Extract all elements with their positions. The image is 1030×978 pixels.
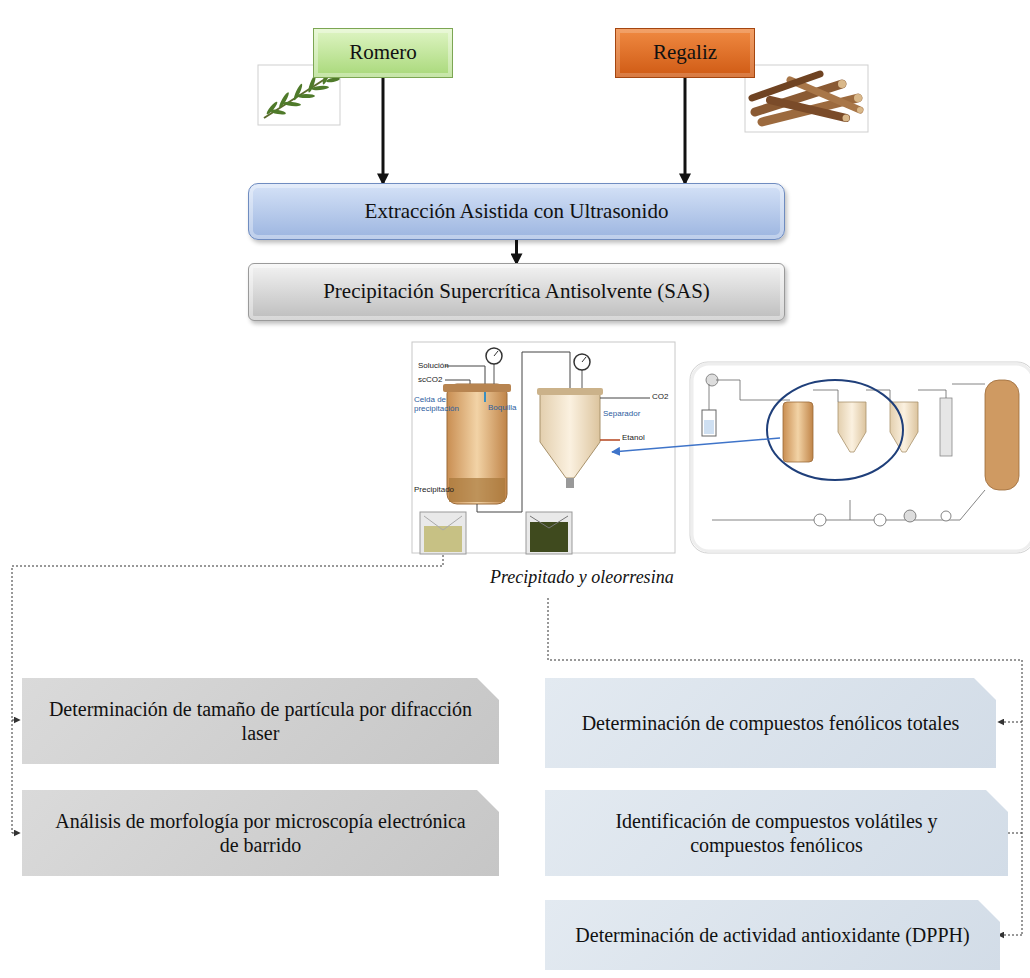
flow-arrow <box>382 78 385 183</box>
equipment-label: CO2 <box>652 393 668 402</box>
equipment-label: scCO2 <box>418 376 442 385</box>
equipment-label: Solución <box>418 362 449 371</box>
flow-arrow <box>515 240 518 263</box>
analysis-box: Determinación de tamaño de partícula por… <box>22 678 499 764</box>
equipment-label: Precipitado <box>414 486 454 495</box>
analysis-box: Determinación de compuestos fenólicos to… <box>545 678 996 768</box>
process-box: Precipitación Supercrítica Antisolvente … <box>248 263 785 321</box>
node-text: Determinación de actividad antioxidante … <box>575 923 969 947</box>
analysis-box: Determinación de actividad antioxidante … <box>545 900 1000 970</box>
equipment-label: Celda de precipitación <box>414 396 448 414</box>
node-text: Determinación de compuestos fenólicos to… <box>582 711 960 735</box>
flow-arrow <box>684 78 687 183</box>
node-text: Precipitación Supercrítica Antisolvente … <box>323 279 710 304</box>
plant-flowsheet-inset <box>690 362 1030 553</box>
output-caption: Precipitado y oleorresina <box>488 568 676 588</box>
node-text: Regaliz <box>653 40 717 65</box>
equipment-label: Separador <box>603 410 640 419</box>
sas-equipment-schematic <box>412 342 675 554</box>
equipment-label: Boquilla <box>488 404 516 413</box>
analysis-box: Análisis de morfología por microscopía e… <box>22 790 499 876</box>
equipment-label: Etanol <box>622 434 645 443</box>
node-text: Extracción Asistida con Ultrasonido <box>365 199 669 224</box>
node-text: Determinación de tamaño de partícula por… <box>46 697 475 745</box>
node-text: Romero <box>349 40 417 65</box>
source-box: Regaliz <box>615 28 755 78</box>
analysis-box: Identificación de compuestos volátiles y… <box>545 790 1008 876</box>
source-box: Romero <box>313 28 453 78</box>
node-text: Identificación de compuestos volátiles y… <box>569 809 984 857</box>
licorice-picture <box>745 65 868 132</box>
node-text: Análisis de morfología por microscopía e… <box>46 809 475 857</box>
process-box: Extracción Asistida con Ultrasonido <box>248 183 785 240</box>
